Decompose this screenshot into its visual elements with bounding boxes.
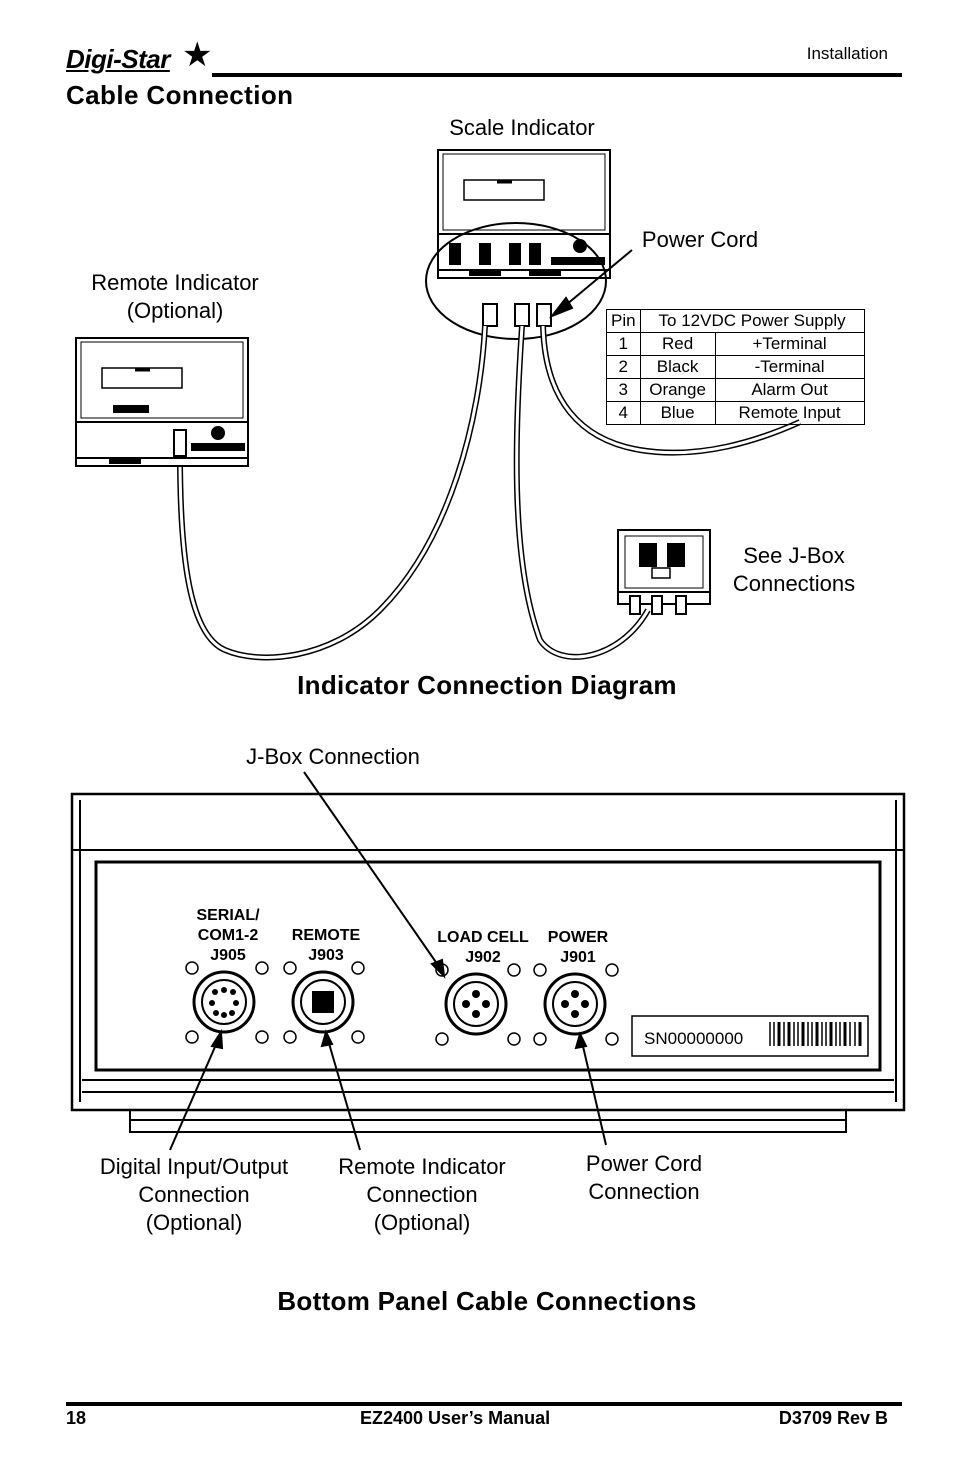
- table-cell: 1: [606, 332, 641, 356]
- power-cord-arrow: [559, 249, 633, 311]
- diagram1-caption: Indicator Connection Diagram: [297, 670, 677, 700]
- remote-indicator-line1: Remote Indicator: [91, 270, 259, 295]
- scale-indicator-drawing: [437, 149, 611, 279]
- table-cell: Blue: [639, 401, 716, 425]
- jbox-line1: See J-Box: [743, 543, 845, 568]
- port-label-serial: SERIAL/: [196, 907, 260, 924]
- table-row: 1 Red +Terminal: [606, 332, 865, 356]
- port-id-j901: J901: [560, 949, 596, 966]
- brand-logo: Digi-Star: [66, 44, 170, 74]
- digital-io-line3: (Optional): [145, 1210, 243, 1235]
- port-label-power: POWER: [548, 929, 609, 946]
- table-header-row: Pin To 12VDC Power Supply: [606, 309, 865, 333]
- port-label-com: COM1-2: [198, 927, 259, 944]
- jbox-connection-label: J-Box Connection: [246, 744, 420, 769]
- power-connection-line1: Power Cord: [585, 1151, 703, 1176]
- power-connection-line2: Connection: [588, 1179, 700, 1204]
- jbox-line2: Connections: [732, 571, 856, 596]
- table-row: 2 Black -Terminal: [606, 355, 865, 379]
- jbox-drawing: [617, 529, 711, 615]
- table-cell: Remote Input: [714, 401, 865, 425]
- remote-connection-line3: (Optional): [373, 1210, 471, 1235]
- port-label-remote: REMOTE: [292, 927, 361, 944]
- digital-io-line2: Connection: [138, 1182, 250, 1207]
- port-label-loadcell: LOAD CELL: [437, 929, 529, 946]
- table-cell: 3: [606, 378, 641, 402]
- table-row: 4 Blue Remote Input: [606, 401, 865, 425]
- port-id-j905: J905: [210, 947, 246, 964]
- remote-connection-line2: Connection: [366, 1182, 478, 1207]
- document-number: D3709 Rev B: [778, 1408, 888, 1428]
- digital-io-label: Digital Input/Output Connection (Optiona…: [80, 1153, 308, 1237]
- table-cell: Red: [639, 332, 716, 356]
- table-cell: +Terminal: [714, 332, 865, 356]
- remote-connection-line1: Remote Indicator: [338, 1154, 506, 1179]
- table-cell: Orange: [639, 378, 716, 402]
- digital-io-line1: Digital Input/Output: [99, 1154, 289, 1179]
- scale-indicator-label: Scale Indicator: [449, 115, 595, 140]
- section-header: Installation: [806, 44, 888, 63]
- table-cell: 4: [606, 401, 641, 425]
- table-header-pin: Pin: [606, 309, 641, 333]
- manual-title: EZ2400 User’s Manual: [360, 1408, 551, 1428]
- table-cell: 2: [606, 355, 641, 379]
- remote-indicator-label: Remote Indicator (Optional): [70, 269, 280, 325]
- remote-indicator-drawing: [75, 337, 249, 467]
- table-row: 3 Orange Alarm Out: [606, 378, 865, 402]
- table-header-supply: To 12VDC Power Supply: [639, 309, 865, 333]
- connector-highlight-ring: [425, 222, 607, 340]
- diagram2-caption: Bottom Panel Cable Connections: [277, 1286, 697, 1316]
- header-rule: [212, 73, 902, 77]
- footer-rule: [66, 1402, 902, 1406]
- power-cord-label: Power Cord: [641, 227, 759, 252]
- power-connection-label: Power Cord Connection: [560, 1150, 728, 1206]
- serial-number: SN00000000: [644, 1029, 743, 1048]
- port-id-j903: J903: [308, 947, 344, 964]
- port-id-j902: J902: [465, 949, 501, 966]
- page-title: Cable Connection: [66, 80, 294, 110]
- table-cell: Black: [639, 355, 716, 379]
- table-cell: Alarm Out: [714, 378, 865, 402]
- page-number: 18: [66, 1408, 87, 1428]
- remote-connection-label: Remote Indicator Connection (Optional): [318, 1153, 526, 1237]
- bottom-panel-drawing: [70, 792, 906, 1133]
- remote-indicator-line2: (Optional): [126, 298, 224, 323]
- jbox-label: See J-Box Connections: [718, 542, 870, 598]
- pin-table: Pin To 12VDC Power Supply 1 Red +Termina…: [606, 309, 865, 425]
- table-cell: -Terminal: [714, 355, 865, 379]
- star-icon: ★: [182, 36, 213, 74]
